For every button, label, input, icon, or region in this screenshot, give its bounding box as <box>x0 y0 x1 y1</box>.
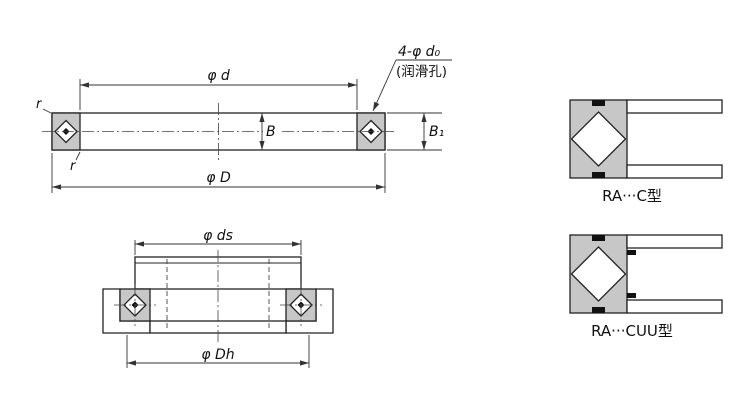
detail-ra-cuu: RA···CUU型 <box>569 234 723 340</box>
holes-note: (润滑孔) <box>396 64 447 80</box>
bottom-rail <box>626 164 723 179</box>
type-cuu-label: RA···CUU型 <box>591 322 673 340</box>
dim-ds: φ ds <box>134 228 302 255</box>
crossed-roller <box>570 246 627 302</box>
bottom-seal <box>627 293 636 298</box>
bottom-rail <box>626 299 723 314</box>
bottom-plug <box>592 307 605 313</box>
dim-Dh: φ Dh <box>126 335 310 368</box>
top-seal <box>627 250 636 255</box>
crossed-roller <box>570 111 627 167</box>
bottom-plug <box>592 172 605 178</box>
radius-labels: r r <box>36 97 81 174</box>
dim-label-d: φ d <box>207 68 230 84</box>
lube-holes-callout: 4-φ d₀ (润滑孔) <box>372 44 452 112</box>
dim-B1: B₁ <box>387 112 444 151</box>
dim-label-Dh: φ Dh <box>201 347 234 363</box>
dim-label-B1: B₁ <box>429 124 444 140</box>
top-rail <box>626 99 723 114</box>
detail-ra-c: RA···C型 <box>569 99 723 205</box>
dim-D: φ D <box>51 153 386 193</box>
top-rail <box>626 234 723 249</box>
top-plug <box>592 235 605 241</box>
dim-B: B <box>259 113 279 150</box>
mounting-section-view: φ ds φ Dh <box>102 228 334 368</box>
dim-label-ds: φ ds <box>203 228 233 244</box>
dim-label-D: φ D <box>206 170 231 186</box>
radius-label-top: r <box>36 97 43 112</box>
dim-d: φ d <box>79 68 358 110</box>
holes-label: 4-φ d₀ <box>398 44 441 60</box>
dim-label-B: B <box>266 124 276 140</box>
top-plug <box>592 100 605 106</box>
radius-label-bottom: r <box>70 159 77 174</box>
type-c-label: RA···C型 <box>602 187 662 205</box>
cross-section-view: φ d φ D B B₁ <box>36 44 452 193</box>
